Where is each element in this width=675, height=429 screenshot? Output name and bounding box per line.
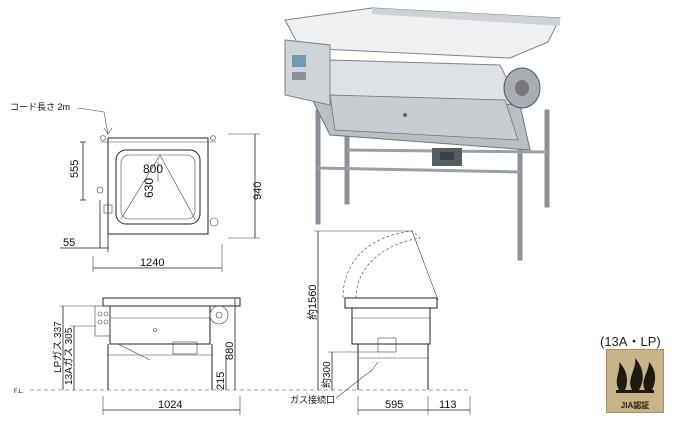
basin-width-dim: 800 [143, 162, 163, 176]
total-depth-dim: 940 [252, 182, 264, 200]
side-view-tub [351, 307, 431, 345]
front-view-tub [109, 305, 211, 345]
foot-height-dim: 215 [215, 372, 227, 390]
product-photo [284, 7, 561, 261]
front-handwheel [209, 305, 229, 325]
gas-height-dim: 約300 [320, 361, 333, 388]
side-depth-dim: 595 [385, 399, 403, 411]
floor-line-label: F.L. [14, 389, 24, 395]
rear-dim: 113 [439, 399, 457, 411]
cord-length-label: コード長さ 2m [10, 102, 70, 112]
top-view-basin [115, 149, 201, 225]
front-height-dim: 880 [224, 342, 236, 360]
total-width-dim: 1240 [140, 257, 164, 269]
jia-cert-badge: JIA認証 [606, 349, 664, 413]
city-gas-dim: 13Aガス 305 [63, 327, 75, 385]
basin-depth-dim: 630 [142, 178, 156, 198]
tilt-height-dim: 約1560 [305, 285, 319, 320]
lp-gas-dim: LPガス 337 [52, 321, 64, 373]
top-view [60, 107, 260, 272]
cert-text: JIA認証 [620, 401, 650, 410]
top-view-outline [107, 137, 209, 235]
top-depth-dim: 555 [69, 160, 81, 178]
side-view [314, 230, 471, 415]
gas-inlet-label: ガス接続口 [290, 394, 335, 405]
flame-mark-icon [616, 358, 656, 393]
front-view [30, 297, 470, 415]
front-width-dim: 1024 [158, 399, 182, 411]
tilt-arc [342, 230, 421, 299]
offset-dim: 55 [63, 237, 75, 249]
gas-type-label: (13A・LP) [600, 334, 661, 349]
